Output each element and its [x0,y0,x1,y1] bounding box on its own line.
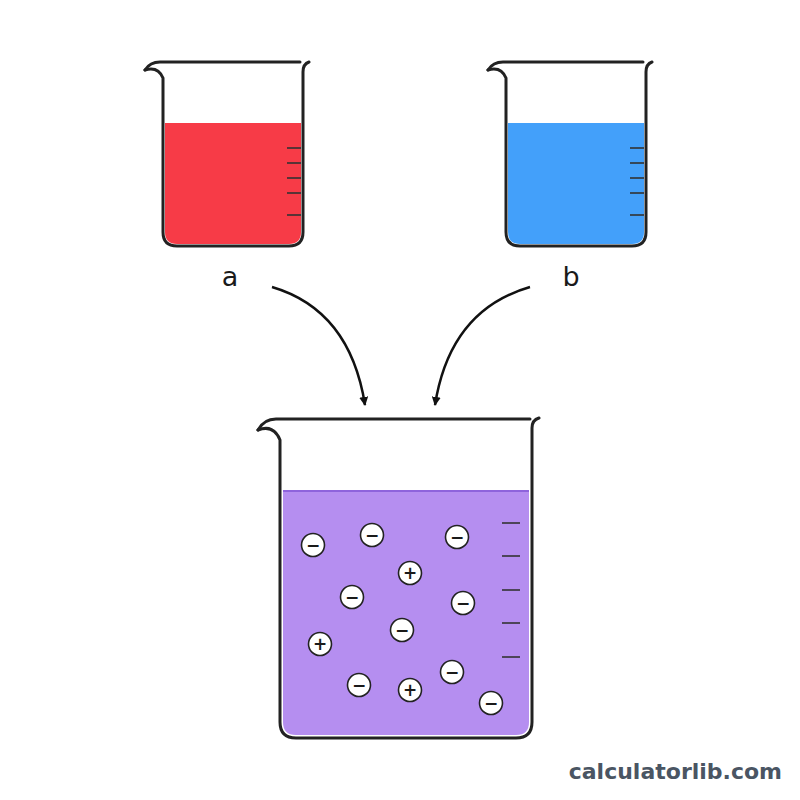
ion-charge: + [307,631,333,653]
beaker-outline [145,62,309,246]
ion-circle: + [397,560,423,586]
scale-ticks [630,148,644,215]
ion-charge: − [346,672,372,694]
scale-ticks [502,523,520,657]
beaker-label: a [222,262,239,292]
mixed-beaker [258,418,539,738]
pour-arrow [435,287,530,405]
ion-circle: − [359,522,385,548]
ion-charge: − [300,532,326,554]
liquid-surface [283,490,529,492]
ion-charge: − [444,524,470,546]
beaker-a [145,62,309,246]
beaker-rim [488,62,643,70]
ion-circle: − [300,532,326,558]
ion-charge: − [450,590,476,612]
ion-charge: + [397,677,423,699]
beaker-rim [145,62,300,70]
ion-circle: − [389,617,415,643]
ion-charge: − [359,522,385,544]
beaker-outline [488,62,652,246]
pour-arrow [272,287,365,405]
ion-circle: − [478,690,504,716]
beaker-rim [258,419,530,430]
ion-circle: − [450,590,476,616]
scale-ticks [287,148,301,215]
ion-circle: + [307,631,333,657]
ion-circle: − [439,659,465,685]
ion-circle: + [397,677,423,703]
ion-circle: − [444,524,470,550]
beaker-b [488,62,652,246]
ion-charge: − [478,690,504,712]
beaker-label: b [562,262,579,292]
purple-solution [283,491,529,735]
ion-charge: − [439,659,465,681]
ion-charge: − [339,584,365,606]
blue-solution [508,123,644,244]
ion-circle: − [346,672,372,698]
ion-charge: − [389,617,415,639]
beaker-outline [258,418,539,738]
watermark: calculatorlib.com [569,760,782,784]
red-solution [165,123,301,244]
ion-charge: + [397,560,423,582]
ion-circle: − [339,584,365,610]
